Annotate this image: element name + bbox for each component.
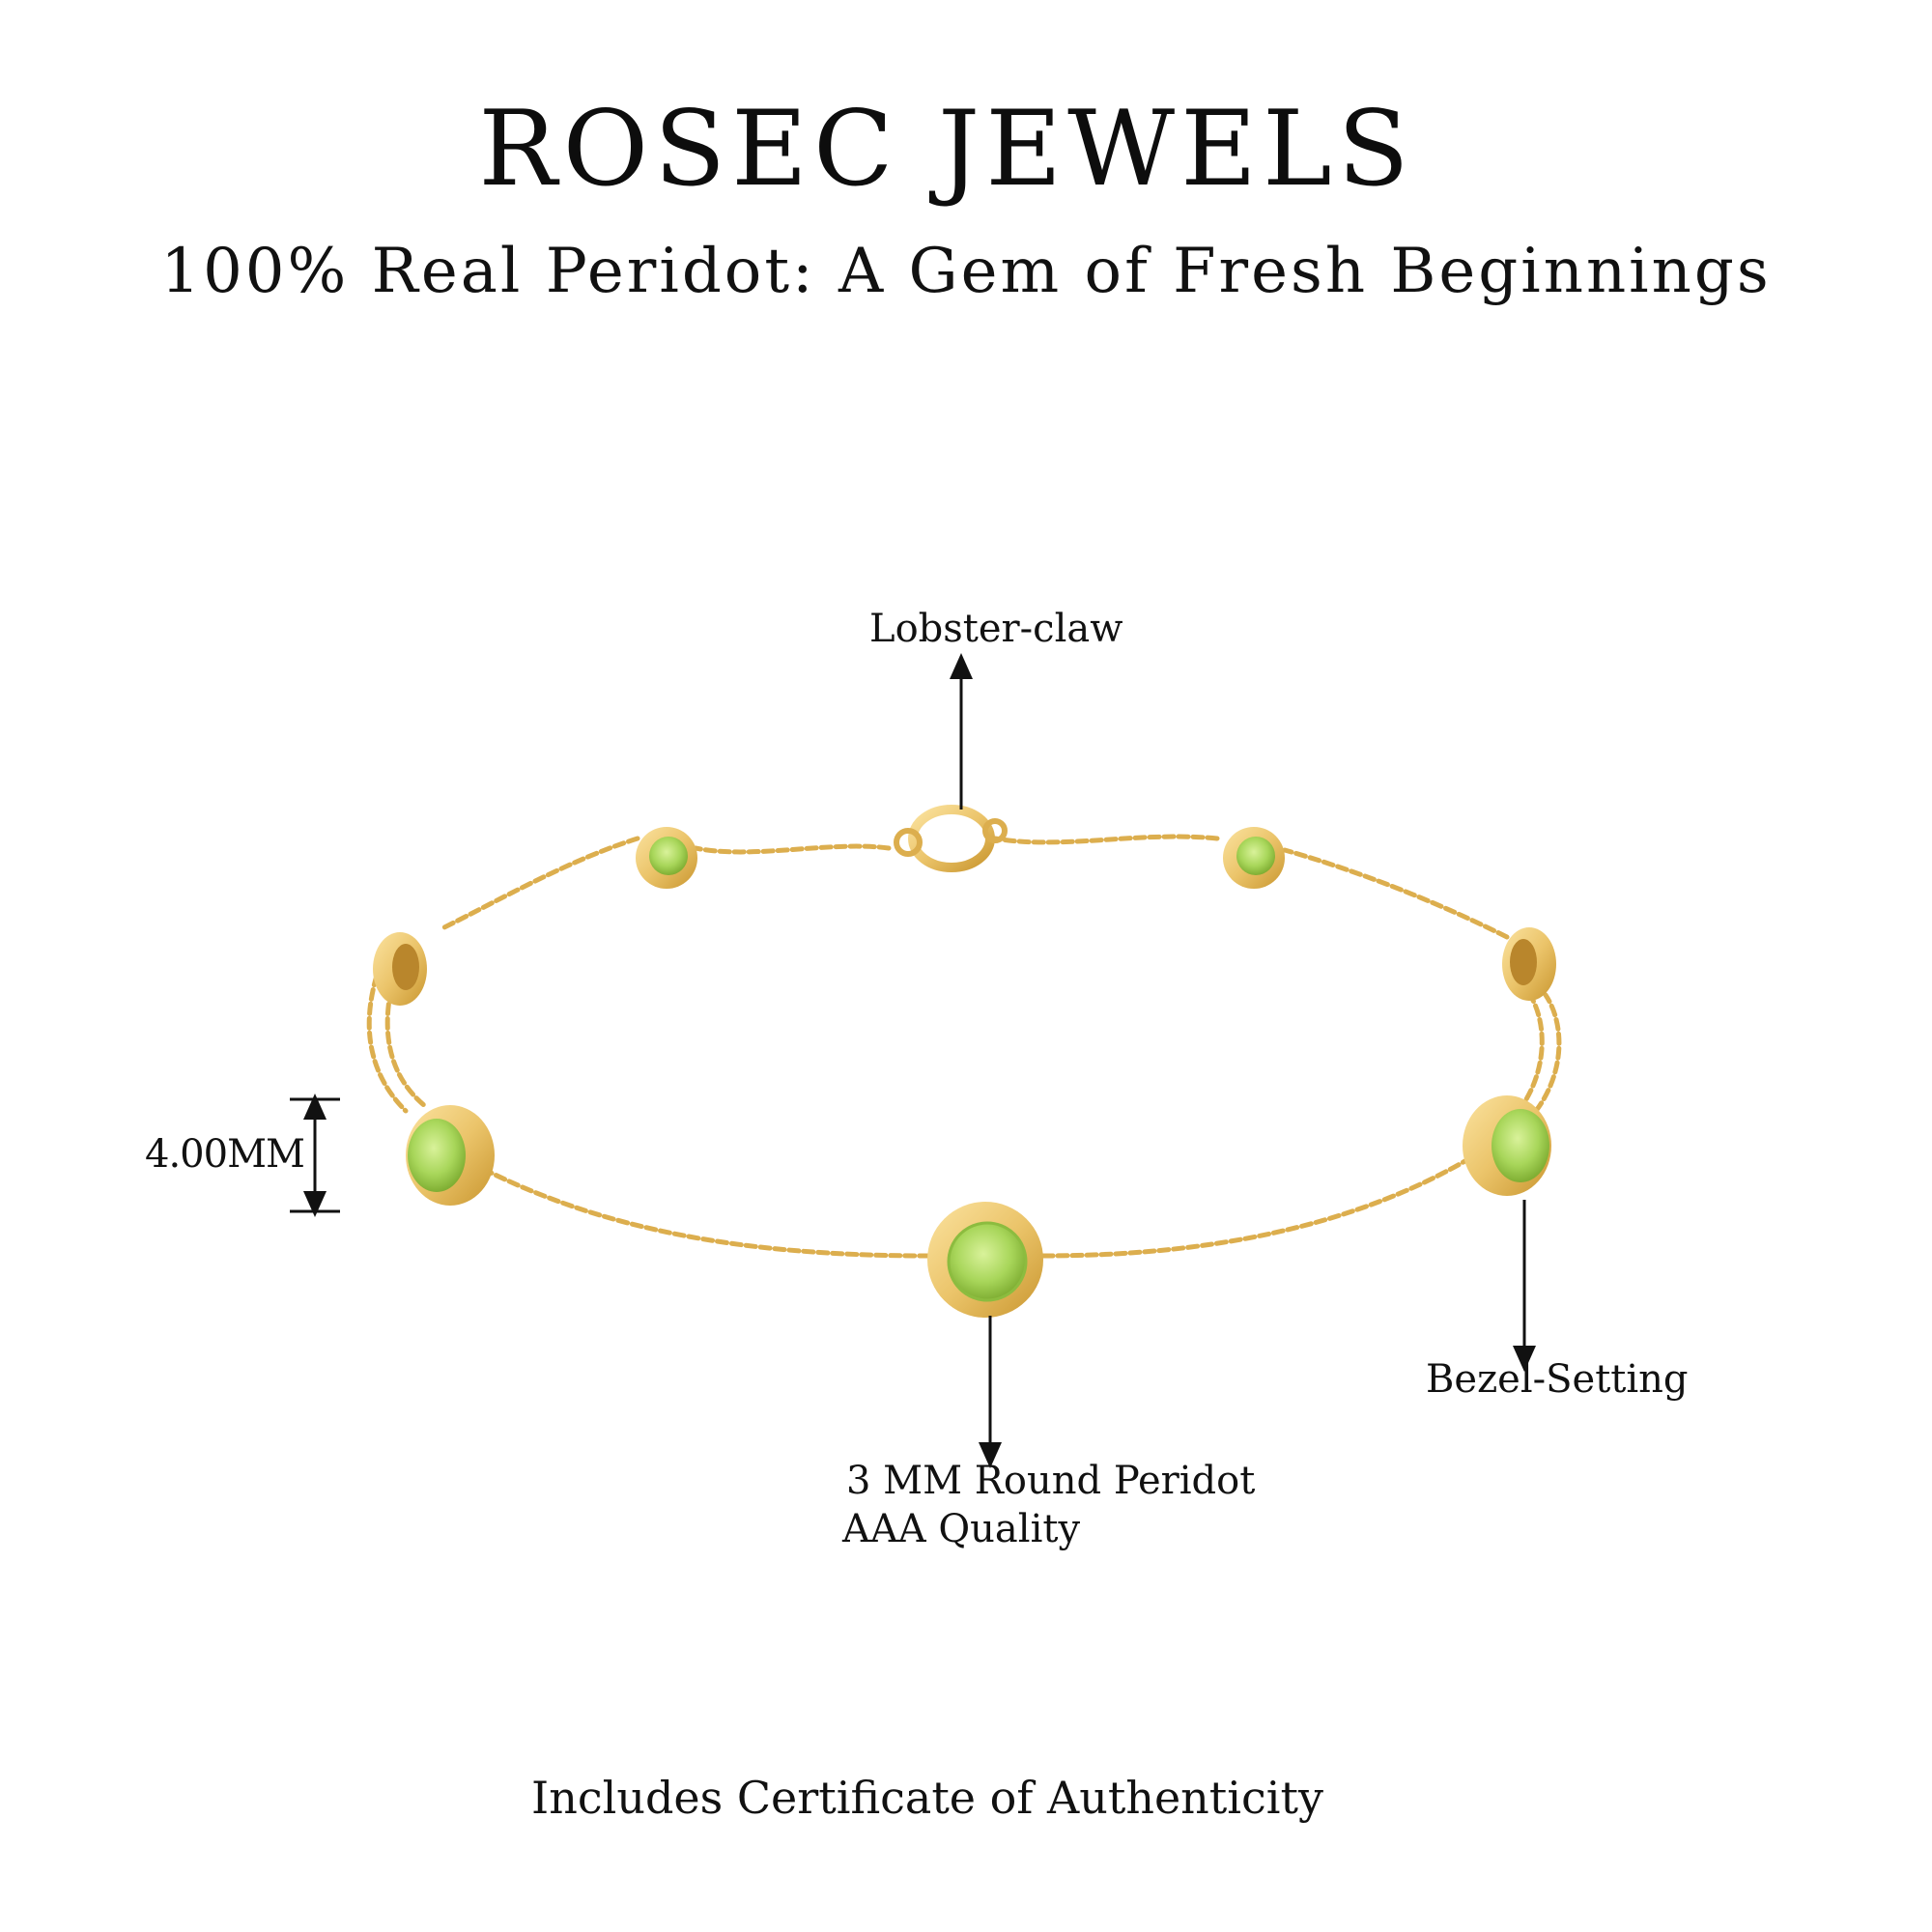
setting-label: Bezel-Setting	[1426, 1357, 1689, 1402]
bezel-station-right-upper	[1502, 927, 1556, 1001]
bezel-station-top-left	[636, 827, 697, 889]
chain-segment	[480, 1166, 930, 1259]
chain-segment	[1533, 992, 1562, 1114]
bezel-station-right-lower	[1463, 1095, 1551, 1196]
dimension-marker	[290, 1094, 340, 1217]
chain-segment	[693, 843, 892, 855]
chain-segment	[1040, 1156, 1471, 1259]
product-tagline: 100% Real Peridot: A Gem of Fresh Beginn…	[160, 236, 1772, 307]
brand-title: ROSEC JEWELS	[478, 89, 1415, 210]
bezel-station-top-right	[1223, 827, 1285, 889]
chain-segment	[441, 836, 640, 930]
bezel-station-left-upper	[373, 932, 427, 1006]
chain-segment	[1282, 847, 1510, 940]
certificate-note: Includes Certificate of Authenticity	[531, 1772, 1323, 1824]
chain-segment	[992, 834, 1220, 845]
chain-segment	[366, 973, 409, 1114]
chain-segment	[1516, 992, 1545, 1114]
stone-label-size: 3 MM Round Peridot	[846, 1459, 1256, 1503]
stone-label-quality: AAA Quality	[842, 1507, 1081, 1551]
lobster-clasp	[894, 805, 1008, 872]
chain	[366, 834, 1562, 1259]
bezel-station-left-lower	[406, 1105, 495, 1206]
dimension-label: 4.00MM	[145, 1132, 305, 1177]
bezel-station-center	[927, 1202, 1043, 1318]
clasp-label: Lobster-claw	[869, 607, 1123, 651]
